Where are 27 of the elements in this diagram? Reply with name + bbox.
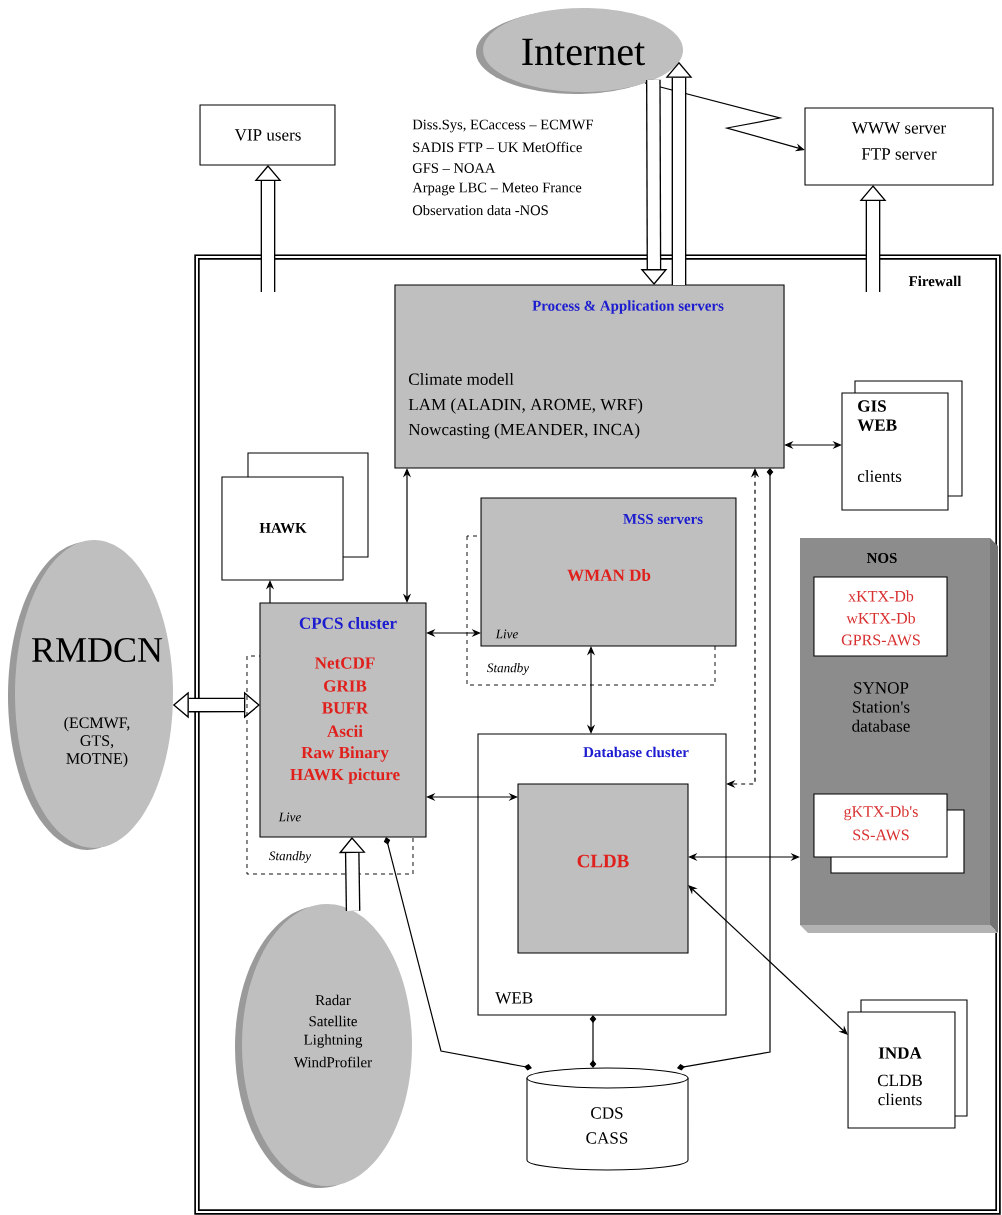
arrow	[402, 468, 412, 603]
arrow	[688, 852, 800, 862]
connector-line	[589, 1015, 597, 1068]
database-box: xKTX-Db wKTX-Db GPRS-AWS	[813, 576, 948, 657]
cluster-box: CPCS cluster NetCDF GRIB BUFR Ascii Raw Binary HAWK picture Live Standby	[246, 602, 427, 875]
server-box: WWW server FTP server	[804, 107, 994, 186]
storage-cylinder: CDS CASS	[526, 1067, 689, 1171]
client-box: INDA CLDB clients	[847, 999, 968, 1129]
source-list-text: Arpage LBC – Meteo France	[412, 182, 582, 196]
user-box: VIP users	[199, 104, 336, 166]
client-box: GIS WEB clients	[841, 380, 963, 511]
database-box: gKTX-Db's SS-AWS	[813, 793, 965, 874]
arrow	[586, 646, 596, 734]
source-list-text: Diss.Sys, ECaccess – ECMWF	[412, 119, 593, 133]
source-list-text: SADIS FTP – UK MetOffice	[413, 141, 582, 153]
arrow	[426, 792, 518, 802]
node-label: Standby	[487, 663, 530, 675]
connector-line	[383, 837, 532, 1071]
workstation-box: HAWK	[221, 452, 369, 581]
server-box: MSS servers WMAN Db Live Standby	[466, 497, 737, 686]
lightning-arrow	[644, 82, 805, 152]
arrow	[784, 440, 842, 450]
source-list-text: Observation data -NOS	[412, 204, 548, 216]
server-box: Process & Application servers Climate modell LAM (ALADIN, AROME, WRF) Nowcasting (MEANDER, INCA)	[394, 284, 785, 469]
node-label: Standby	[269, 851, 312, 863]
source-list-text: GFS – NOAA	[412, 163, 496, 173]
database-box: CLDB	[517, 783, 689, 954]
